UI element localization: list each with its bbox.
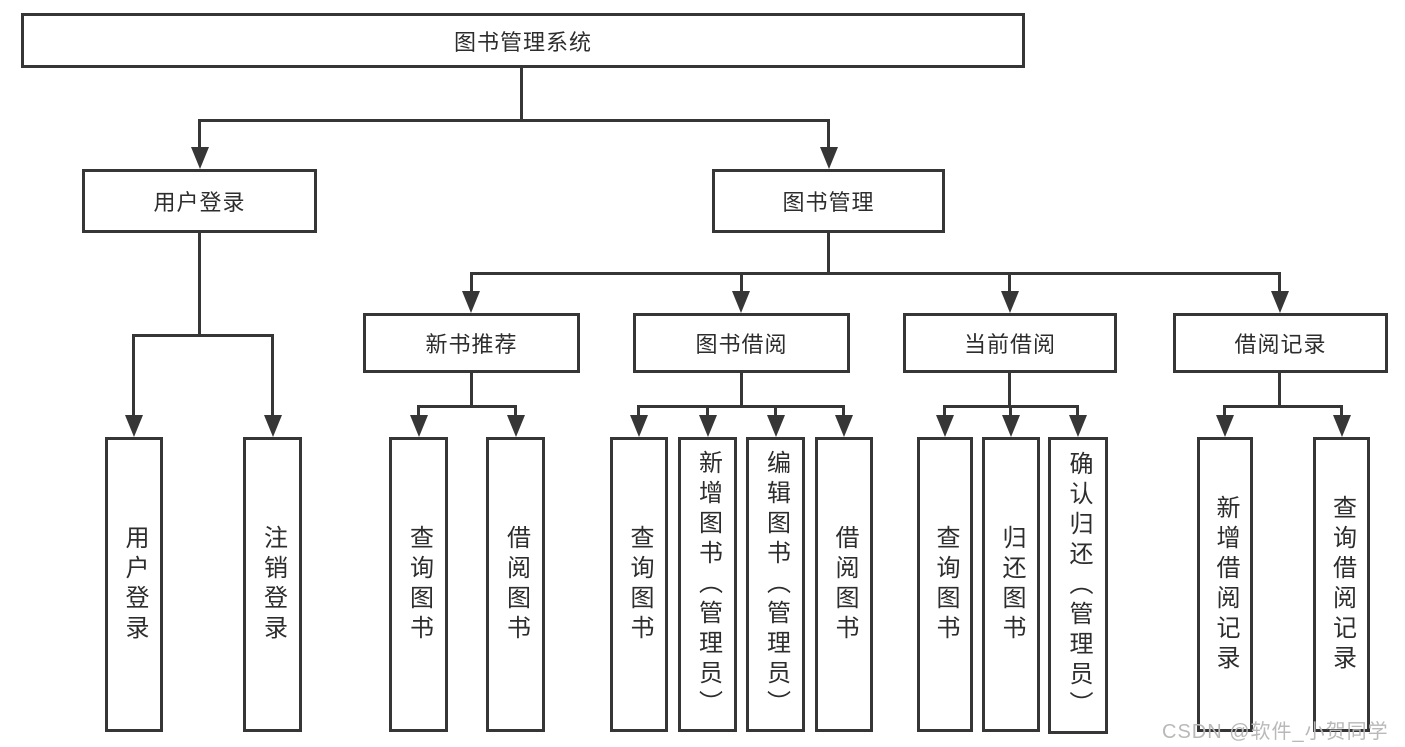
connector-level3-rail <box>470 272 1281 275</box>
node-label: 当前借阅 <box>963 332 1056 357</box>
leaf-logout: 注销登录 <box>243 437 302 732</box>
connector-line <box>132 334 135 418</box>
leaf-add-borrow-record: 新增借阅记录 <box>1197 437 1253 732</box>
arrowhead-icon <box>1069 415 1087 437</box>
leaf-label: 用户登录 <box>121 524 148 645</box>
leaf-query-borrow-record: 查询借阅记录 <box>1313 437 1370 732</box>
connector-line <box>1009 405 1012 419</box>
arrowhead-icon <box>1001 291 1019 313</box>
node-label: 新书推荐 <box>425 332 518 357</box>
connector-line <box>774 405 777 419</box>
connector-line <box>514 405 517 419</box>
connector-line <box>827 231 830 274</box>
arrowhead-icon <box>410 415 428 437</box>
arrowhead-icon <box>1271 291 1289 313</box>
leaf-query-books: 查询图书 <box>610 437 668 732</box>
leaf-confirm-return-admin: 确认归还（管理员） <box>1048 437 1108 734</box>
connector-rail <box>1223 405 1342 408</box>
arrowhead-icon <box>1333 415 1351 437</box>
leaf-label: 查询图书 <box>626 524 653 645</box>
leaf-label: 借阅图书 <box>831 524 858 645</box>
connector-line <box>827 119 830 149</box>
connector-line <box>1278 371 1281 408</box>
connector-line <box>1076 405 1079 419</box>
connector-line <box>470 272 473 294</box>
leaf-borrow-books: 借阅图书 <box>486 437 545 732</box>
connector-line <box>271 334 274 418</box>
node-borrow-records: 借阅记录 <box>1173 313 1388 373</box>
connector-level2-rail <box>198 119 830 122</box>
arrowhead-icon <box>732 291 750 313</box>
connector-root-stub <box>520 66 523 122</box>
arrowhead-icon <box>1216 415 1234 437</box>
node-book-borrow: 图书借阅 <box>633 313 850 373</box>
leaf-label: 查询借阅记录 <box>1328 494 1356 675</box>
leaf-return-books: 归还图书 <box>982 437 1040 732</box>
node-label: 图书管理 <box>782 190 875 215</box>
connector-line <box>842 405 845 419</box>
leaf-label: 查询图书 <box>405 524 433 645</box>
node-user-login: 用户登录 <box>82 169 317 233</box>
leaf-edit-books-admin: 编辑图书（管理员） <box>746 437 805 732</box>
connector-line <box>417 405 420 419</box>
connector-rail <box>417 405 517 408</box>
connector-line <box>1278 272 1281 294</box>
arrowhead-icon <box>1002 415 1020 437</box>
node-root: 图书管理系统 <box>21 13 1025 68</box>
leaf-query-books: 查询图书 <box>389 437 448 732</box>
leaf-label: 新增图书（管理员） <box>694 449 722 720</box>
arrowhead-icon <box>699 415 717 437</box>
connector-line <box>1008 371 1011 408</box>
connector-rail <box>133 334 273 337</box>
arrowhead-icon <box>767 415 785 437</box>
arrowhead-icon <box>125 415 143 437</box>
connector-line <box>198 119 201 149</box>
connector-line <box>740 272 743 294</box>
arrowhead-icon <box>630 415 648 437</box>
arrowhead-icon <box>191 147 209 169</box>
arrowhead-icon <box>264 415 282 437</box>
arrowhead-icon <box>507 415 525 437</box>
leaf-label: 确认归还（管理员） <box>1065 450 1092 721</box>
node-current-borrow: 当前借阅 <box>903 313 1117 373</box>
connector-line <box>198 231 201 336</box>
node-book-management: 图书管理 <box>712 169 945 233</box>
connector-rail <box>637 405 845 408</box>
leaf-label: 归还图书 <box>998 524 1025 645</box>
leaf-query-books: 查询图书 <box>917 437 973 732</box>
connector-line <box>943 405 946 419</box>
csdn-watermark: CSDN @软件_小贺同学 <box>1162 721 1389 743</box>
leaf-label: 查询图书 <box>932 524 959 645</box>
leaf-label: 新增借阅记录 <box>1212 494 1239 675</box>
leaf-user-login: 用户登录 <box>105 437 163 732</box>
arrowhead-icon <box>835 415 853 437</box>
node-label: 用户登录 <box>153 190 246 215</box>
leaf-label: 注销登录 <box>259 524 287 645</box>
arrowhead-icon <box>936 415 954 437</box>
connector-line <box>1008 272 1011 294</box>
leaf-borrow-books: 借阅图书 <box>815 437 873 732</box>
connector-line <box>1340 405 1343 419</box>
leaf-label: 借阅图书 <box>502 524 530 645</box>
node-label: 图书借阅 <box>695 332 788 357</box>
connector-line <box>1223 405 1226 419</box>
connector-line <box>637 405 640 419</box>
node-root-label: 图书管理系统 <box>453 29 592 55</box>
connector-line <box>706 405 709 419</box>
arrowhead-icon <box>462 291 480 313</box>
arrowhead-icon <box>820 147 838 169</box>
connector-line <box>740 371 743 408</box>
leaf-add-books-admin: 新增图书（管理员） <box>678 437 737 732</box>
node-label: 借阅记录 <box>1234 332 1327 357</box>
leaf-label: 编辑图书（管理员） <box>762 449 790 720</box>
connector-line <box>470 371 473 408</box>
node-new-book-recommend: 新书推荐 <box>363 313 580 373</box>
